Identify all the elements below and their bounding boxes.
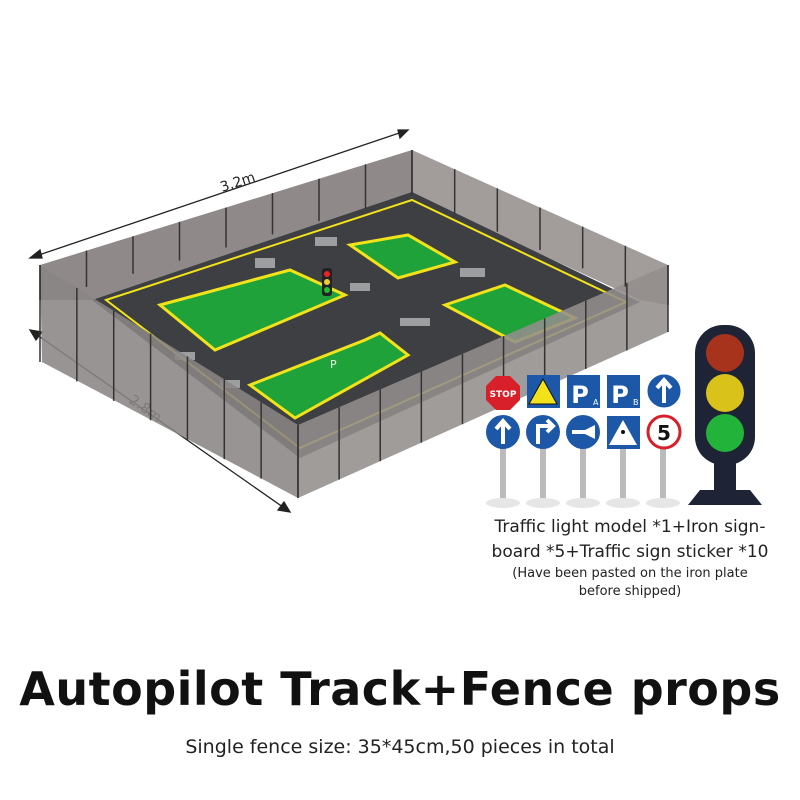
contents-caption: Traffic light model *1+Iron sign- board …	[470, 515, 790, 565]
track-traffic-light	[322, 268, 332, 296]
horn-sign	[566, 415, 600, 449]
grass-patch	[346, 233, 459, 280]
parking-letter: P	[330, 358, 337, 371]
pedestrian-crossing-sign	[607, 416, 640, 449]
svg-text:P: P	[571, 381, 589, 409]
signs-and-light: STOP P A P B 5	[486, 325, 762, 508]
contents-note: (Have been pasted on the iron plate befo…	[470, 565, 790, 601]
fence-posts	[39, 150, 669, 498]
straight-arrow-sign	[486, 415, 520, 449]
note-line: (Have been pasted on the iron plate	[512, 566, 748, 581]
green-light	[706, 414, 744, 452]
product-title: Autopilot Track+Fence props	[19, 662, 781, 716]
red-light	[706, 334, 744, 372]
traffic-light-model	[688, 325, 762, 505]
turn-right-sign	[526, 415, 560, 449]
straight-arrow-sign	[646, 373, 682, 409]
stop-sign: STOP	[486, 376, 520, 410]
caption-line: Traffic light model *1+Iron sign-	[494, 517, 766, 537]
grass-patch	[246, 331, 411, 420]
fence-front-left	[40, 265, 298, 498]
svg-text:STOP: STOP	[490, 390, 517, 400]
fence-front-right	[298, 265, 668, 498]
note-line: before shipped)	[578, 584, 682, 599]
school-sign	[527, 375, 560, 408]
parking-a-sign: P A	[567, 375, 600, 409]
grass-patch	[156, 268, 349, 352]
speed-limit-sign: 5	[646, 414, 682, 450]
product-subtitle: Single fence size: 35*45cm,50 pieces in …	[185, 736, 615, 758]
svg-text:5: 5	[657, 421, 671, 445]
parking-b-sign: P B	[607, 375, 640, 409]
svg-text:B: B	[633, 398, 639, 407]
width-dimension	[28, 129, 410, 259]
svg-text:P: P	[611, 381, 629, 409]
caption-line: board *5+Traffic sign sticker *10	[491, 542, 769, 562]
track-illustration: 3.2m 2.8m P	[28, 129, 669, 513]
svg-text:A: A	[593, 398, 599, 407]
yellow-light	[706, 374, 744, 412]
